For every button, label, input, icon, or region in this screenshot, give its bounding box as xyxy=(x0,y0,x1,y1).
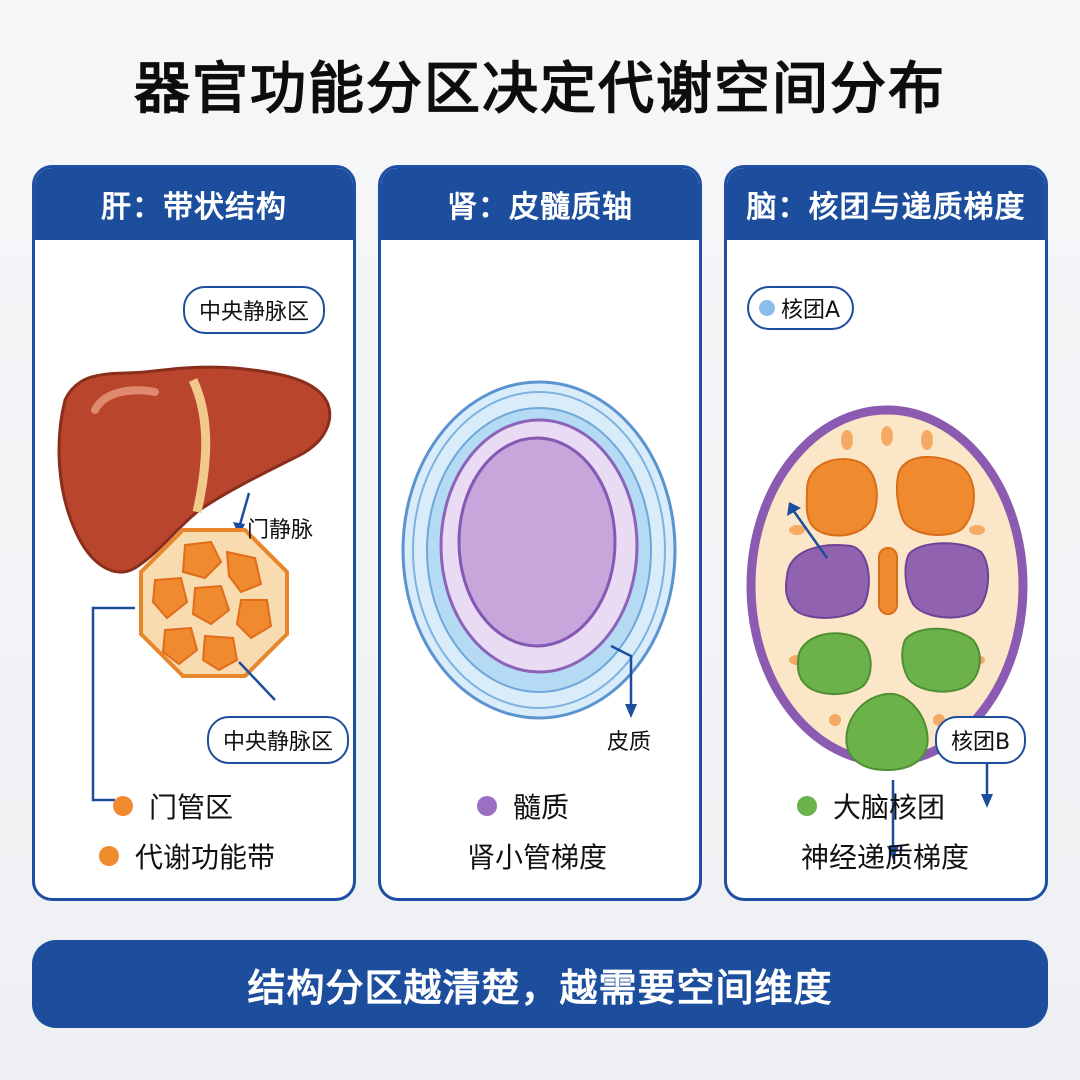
nucleus-a-label: 核团A xyxy=(781,298,841,323)
portal-tract-pointer xyxy=(91,606,135,802)
lobule-cell xyxy=(191,584,231,626)
nucleus-orange xyxy=(895,455,975,536)
kidney-panel: 肾：皮髓质轴 皮质 髓质 肾小管梯度 xyxy=(378,165,702,901)
page-title: 器官功能分区决定代谢空间分布 xyxy=(134,57,946,122)
nucleus-orange xyxy=(805,458,878,537)
nucleus-a-pointer xyxy=(791,509,829,559)
nucleus-purple xyxy=(785,544,870,619)
kidney-panel-header: 肾：皮髓质轴 xyxy=(381,168,699,240)
central-vein-callout-top: 中央静脉区 xyxy=(183,286,326,334)
lobule-cell xyxy=(201,634,239,672)
lobule-cell xyxy=(225,550,263,594)
legend-label: 代谢功能带 xyxy=(135,841,276,874)
conclusion-banner: 结构分区越清楚，越需要空间维度 xyxy=(32,940,1048,1028)
central-vein-pointer-2 xyxy=(238,661,276,701)
legend-label: 大脑核团 xyxy=(833,791,946,824)
legend-dot-orange xyxy=(113,796,133,816)
central-vein-pointer xyxy=(237,492,251,529)
lobule-cell xyxy=(161,626,199,666)
legend-portal-zone: 门管区 xyxy=(113,786,233,826)
nucleus-b-callout: 核团B xyxy=(935,716,1027,764)
cortex-label: 皮质 xyxy=(607,730,652,755)
liver-ligament xyxy=(188,378,211,513)
brain-panel-header: 脑：核团与递质梯度 xyxy=(727,168,1045,240)
legend-medulla: 髓质 xyxy=(477,786,569,826)
nucleus-green xyxy=(901,627,981,693)
nucleus-midline xyxy=(878,547,898,615)
kidney-illustration xyxy=(401,380,677,720)
portal-vein-label: 门静脉 xyxy=(247,518,314,543)
nucleus-a-dot xyxy=(759,300,775,316)
nucleus-green xyxy=(845,692,929,772)
cortex-pointer xyxy=(610,644,633,710)
central-vein-callout-bottom: 中央静脉区 xyxy=(207,716,350,764)
lobule-cell xyxy=(235,599,273,640)
legend-dot-purple xyxy=(477,796,497,816)
lobule-cell xyxy=(151,576,189,620)
kidney-medulla xyxy=(457,436,617,648)
brain-panel: 脑：核团与递质梯度 xyxy=(724,165,1048,901)
liver-illustration xyxy=(57,365,332,802)
nucleus-purple xyxy=(904,542,990,619)
liver-panel: 肝：带状结构 中央静脉区 门静脉 中央静脉区 门管区 代谢功能带 xyxy=(32,165,356,901)
legend-dot-green xyxy=(797,796,817,816)
nucleus-a-callout: 核团A xyxy=(747,286,855,330)
liver-panel-header: 肝：带状结构 xyxy=(35,168,353,240)
legend-dot-orange xyxy=(99,846,119,866)
liver-organ xyxy=(57,365,332,574)
legend-label: 门管区 xyxy=(149,791,234,824)
brain-illustration xyxy=(746,405,1028,860)
legend-label: 髓质 xyxy=(513,791,570,824)
tubule-gradient-text: 肾小管梯度 xyxy=(467,841,608,874)
neurotransmitter-gradient-text: 神经递质梯度 xyxy=(801,841,970,874)
lobule-cell xyxy=(181,540,223,580)
legend-brain-nuclei: 大脑核团 xyxy=(797,786,945,826)
legend-metabolic-zone: 代谢功能带 xyxy=(99,836,275,876)
nucleus-green xyxy=(796,632,872,696)
